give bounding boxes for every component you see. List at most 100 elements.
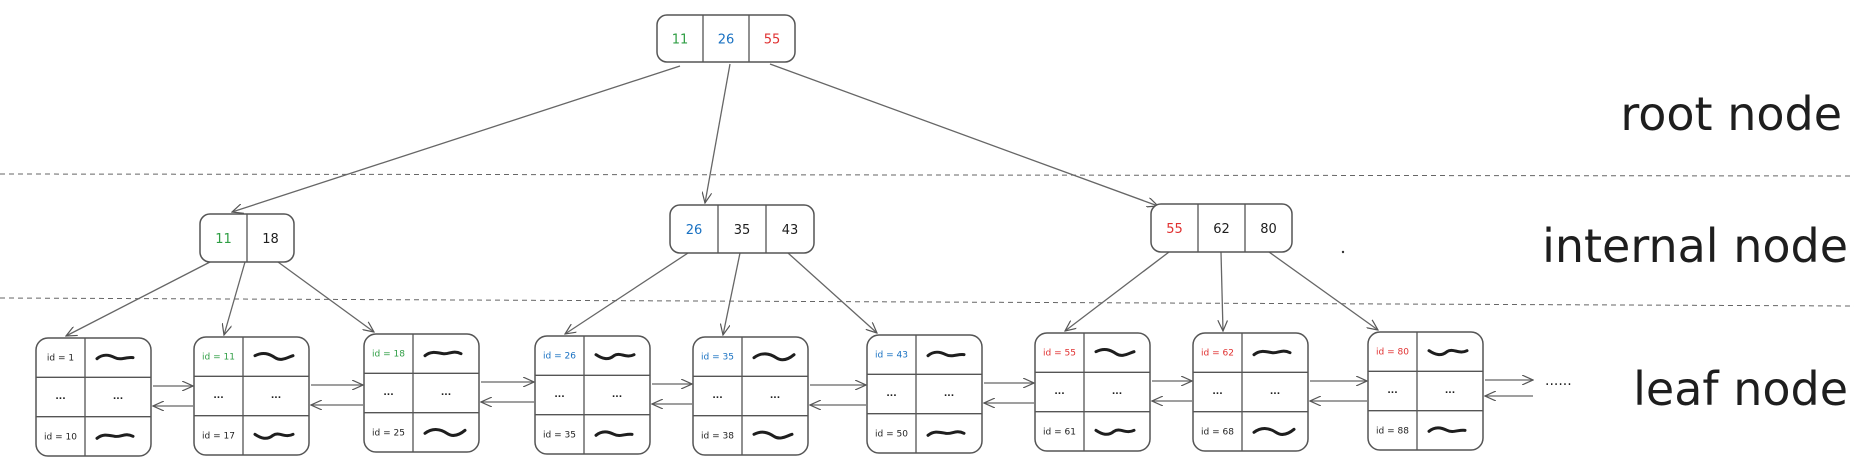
leaf-ellipsis-key: ... [213,391,223,401]
leaf-node: id = 80...... id = 88 [1367,331,1484,451]
record-data-squiggle-icon [423,350,463,358]
key-80: 80 [1260,222,1277,237]
stray-dot [1341,250,1345,254]
key-18: 18 [262,232,279,247]
leaf-node: id = 35......id = 38 [692,336,809,456]
root-node: 11 26 55 [656,14,796,63]
leaf-node-box [193,336,310,456]
leaf-node: id = 62...... id = 68 [1192,332,1309,452]
record-data-squiggle-icon [926,350,966,358]
edge-internal-to-leaf [1268,251,1378,330]
leaf-ellipsis-value: ... [113,392,123,402]
leaf-last-id: id = 35 [543,430,576,440]
root-node-box [656,14,796,63]
separator-root-internal [0,173,1854,177]
leaf-ellipsis-key: ... [1054,387,1064,397]
leaf-ellipsis-value: ... [271,391,281,401]
leaf-ellipsis-value: ... [1445,386,1455,396]
leaf-node-box [1367,331,1484,451]
internal-node-3-box [1150,203,1293,253]
leaf-ellipsis-value: ... [612,390,622,400]
record-data-squiggle-icon [253,432,295,440]
leaf-first-id: id = 80 [1376,348,1409,358]
record-data-squiggle-icon [423,428,467,437]
edge-root-to-internal [705,63,731,203]
leaf-first-id: id = 18 [372,350,405,360]
leaf-last-id: id = 38 [701,431,734,441]
record-data-squiggle-icon [1252,349,1292,357]
leaf-ellipsis-key: ... [1387,386,1397,396]
separator-internal-leaf [0,297,1854,307]
internal-node-2-box [669,204,815,254]
edge-internal-to-leaf [565,252,689,334]
leaf-first-id: id = 26 [543,352,576,362]
key-55: 55 [1166,222,1183,237]
edge-internal-to-leaf [1065,251,1170,331]
edge-internal-to-leaf [277,261,374,332]
leaf-last-id: id = 25 [372,428,405,438]
leaf-last-id: id = 68 [1201,427,1234,437]
leaf-first-id: id = 55 [1043,349,1076,359]
record-data-squiggle-icon [752,352,796,362]
key-55: 55 [764,33,781,48]
leaf-ellipsis-key: ... [55,392,65,402]
edge-root-to-internal [232,65,681,212]
leaf-ellipsis-key: ... [554,390,564,400]
internal-node-1: 11 18 [199,213,295,263]
record-data-squiggle-icon [926,430,966,437]
leaf-ellipsis-value: ... [1112,387,1122,397]
leaf-first-id: id = 43 [875,351,908,361]
leaf-ellipsis-value: ... [1270,387,1280,397]
leaf-node: id = 26...... id = 35 [534,335,651,455]
continuation-dots: ...... [1545,373,1572,389]
label-internal-node: internal node [1542,219,1848,273]
leaf-last-id: id = 88 [1376,426,1409,436]
edge-internal-to-leaf [787,252,877,333]
key-26: 26 [686,223,703,238]
leaf-first-id: id = 1 [47,354,74,364]
leaf-last-id: id = 17 [202,431,235,441]
record-data-squiggle-icon [594,352,636,361]
leaf-node-box [866,334,983,454]
record-data-squiggle-icon [1427,426,1467,433]
leaf-ellipsis-key: ... [1212,387,1222,397]
leaf-first-id: id = 35 [701,353,734,363]
leaf-first-id: id = 11 [202,353,235,363]
leaf-node-box [35,337,152,457]
edge-internal-to-leaf [723,252,741,335]
key-35: 35 [734,223,751,238]
leaf-ellipsis-key: ... [712,391,722,401]
key-11: 11 [672,33,689,48]
leaf-ellipsis-key: ... [886,389,896,399]
leaf-ellipsis-key: ... [383,388,393,398]
record-data-squiggle-icon [1094,428,1136,436]
leaf-node: id = 11...... id = 17 [193,336,310,456]
leaf-ellipsis-value: ... [441,388,451,398]
record-data-squiggle-icon [95,353,135,361]
edge-internal-to-leaf [224,261,246,335]
edge-root-to-internal [769,63,1158,206]
leaf-node: id = 1...... id = 10 [35,337,152,457]
label-root-node: root node [1620,87,1842,141]
key-26: 26 [718,33,735,48]
record-data-squiggle-icon [253,351,295,361]
leaf-node-box [534,335,651,455]
leaf-node-box [1192,332,1309,452]
leaf-node: id = 55...... id = 61 [1034,332,1151,452]
edge-internal-to-leaf [1221,251,1223,331]
leaf-last-id: id = 61 [1043,427,1076,437]
leaf-node-box [1034,332,1151,452]
record-data-squiggle-icon [752,430,794,440]
leaf-node-box [692,336,809,456]
leaf-ellipsis-value: ... [944,389,954,399]
leaf-first-id: id = 62 [1201,349,1234,359]
label-leaf-node: leaf node [1633,362,1848,416]
leaf-node: id = 18...... id = 25 [363,333,480,453]
record-data-squiggle-icon [1427,348,1469,357]
leaf-node: id = 43......id = 50 [866,334,983,454]
leaf-last-id: id = 10 [44,432,77,442]
record-data-squiggle-icon [95,433,135,440]
key-11: 11 [215,232,232,247]
